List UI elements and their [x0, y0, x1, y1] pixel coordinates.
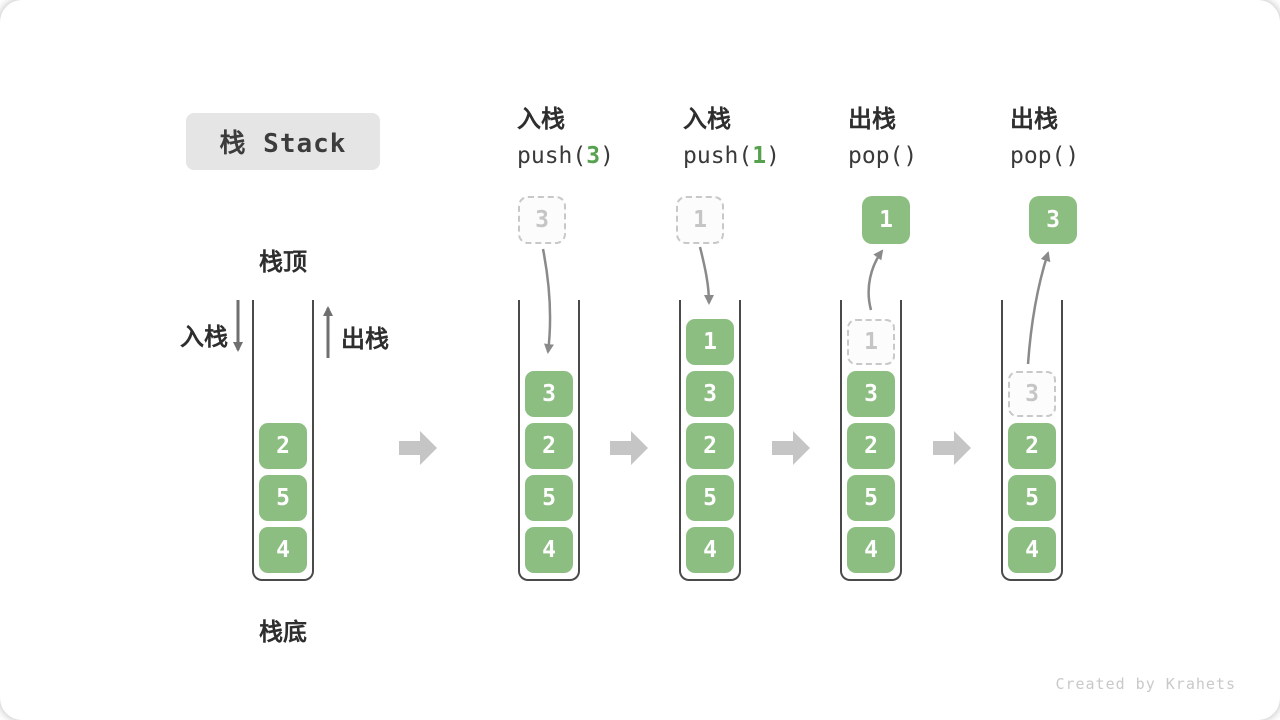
transition-arrow	[933, 431, 971, 465]
stack-item: 4	[847, 527, 895, 573]
stack-item: 2	[525, 423, 573, 469]
transition-arrow	[399, 431, 437, 465]
op-label-pop-1: 出栈 pop()	[848, 104, 917, 171]
op-label-push-1: 入栈 push(1)	[683, 104, 780, 171]
transition-arrow	[610, 431, 648, 465]
stack-item: 5	[259, 475, 307, 521]
stack-item: 4	[686, 527, 734, 573]
stack-item: 4	[1008, 527, 1056, 573]
stack-item: 2	[259, 423, 307, 469]
stack-container-after-pop-1: 1 3 2 5 4	[840, 300, 902, 581]
op-zh-text: 出栈	[848, 105, 896, 133]
op-code-text: pop()	[848, 143, 918, 169]
op-arg: 3	[586, 143, 601, 169]
diagram-title: 栈 Stack	[186, 113, 380, 170]
stack-item-removed-ghost: 1	[847, 319, 895, 365]
stack-item: 5	[847, 475, 895, 521]
stack-bottom-label: 栈底	[259, 618, 307, 646]
push-side-label: 入栈	[180, 323, 228, 351]
op-zh-text: 入栈	[517, 105, 565, 133]
stack-item: 4	[259, 527, 307, 573]
stack-item: 4	[525, 527, 573, 573]
op-label-pop-3: 出栈 pop()	[1010, 104, 1079, 171]
op-zh-text: 出栈	[1010, 105, 1058, 133]
stack-item: 3	[847, 371, 895, 417]
stack-container-initial: 2 5 4	[252, 300, 314, 581]
stack-item: 3	[686, 371, 734, 417]
stack-container-after-push-3: 3 2 5 4	[518, 300, 580, 581]
stack-container-after-pop-3: 3 2 5 4	[1001, 300, 1063, 581]
op-code-text: push(1)	[683, 143, 780, 169]
stack-container-after-push-1: 1 3 2 5 4	[679, 300, 741, 581]
stack-item: 2	[686, 423, 734, 469]
stack-item-removed-ghost: 3	[1008, 371, 1056, 417]
popped-value-box: 3	[1029, 196, 1077, 244]
stack-item: 5	[1008, 475, 1056, 521]
incoming-value-box: 3	[518, 196, 566, 244]
push-curve-arrow	[698, 246, 714, 305]
stack-item: 5	[686, 475, 734, 521]
popped-value-box: 1	[862, 196, 910, 244]
stack-item: 3	[525, 371, 573, 417]
op-label-push-3: 入栈 push(3)	[517, 104, 614, 171]
incoming-value-box: 1	[676, 196, 724, 244]
stack-item: 2	[1008, 423, 1056, 469]
op-code-text: pop()	[1010, 143, 1080, 169]
op-code-text: push(3)	[517, 143, 614, 169]
pop-side-label: 出栈	[341, 325, 389, 353]
stack-item: 1	[686, 319, 734, 365]
stack-top-label: 栈顶	[259, 248, 307, 276]
stack-item: 5	[525, 475, 573, 521]
op-arg: 1	[752, 143, 767, 169]
transition-arrow	[772, 431, 810, 465]
stack-item: 2	[847, 423, 895, 469]
op-zh-text: 入栈	[683, 105, 731, 133]
watermark: Created by Krahets	[1055, 675, 1236, 693]
